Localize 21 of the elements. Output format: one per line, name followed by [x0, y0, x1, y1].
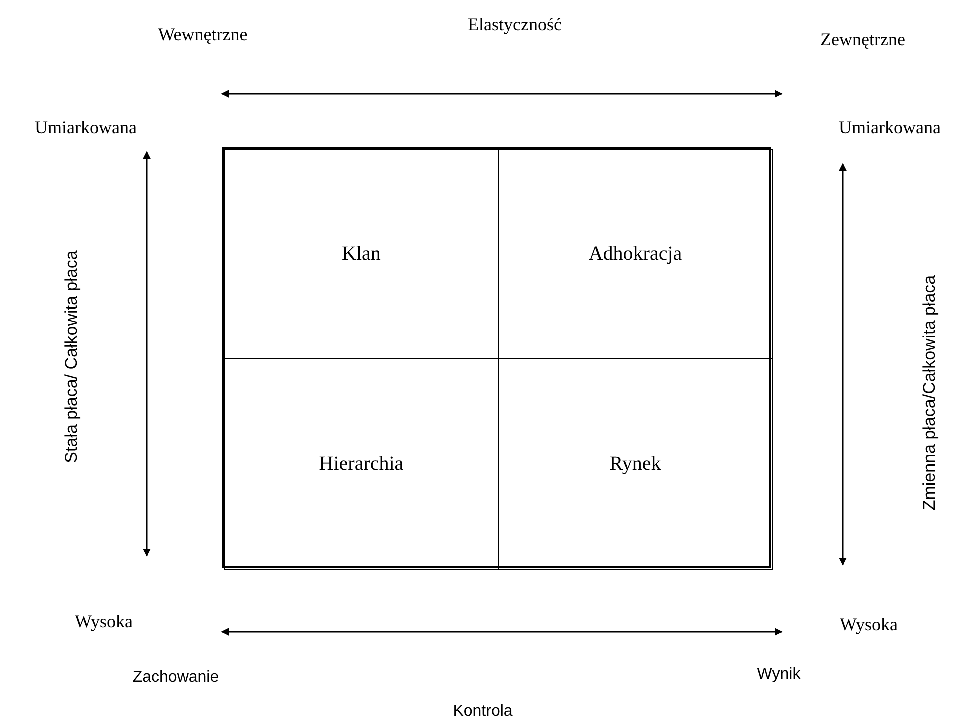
- axis-label: Kontrola: [453, 703, 513, 721]
- axis-label: Zewnętrzne: [820, 30, 906, 50]
- axis-label: Umiarkowana: [35, 118, 137, 138]
- axis-label: Zmienna płaca/Całkowita płaca: [920, 275, 940, 511]
- axis-label: Umiarkowana: [839, 118, 941, 138]
- quadrant-cell: [498, 149, 773, 359]
- axis-label: Stała płaca/ Całkowita płaca: [62, 250, 82, 464]
- axis-label: Wysoka: [840, 614, 898, 636]
- matrix-frame: [222, 147, 771, 568]
- axis-label: Wewnętrzne: [158, 24, 248, 46]
- quadrant-cell: [224, 358, 499, 570]
- axis-label: Elastyczność: [468, 14, 562, 36]
- quadrant-label: Adhokracja: [588, 242, 682, 266]
- axis-label: Zachowanie: [132, 669, 220, 687]
- quadrant-cell: [498, 358, 773, 570]
- quadrant-label: Hierarchia: [319, 452, 404, 476]
- quadrant-cell: [224, 149, 499, 359]
- axis-label: Wynik: [757, 666, 801, 684]
- quadrant-label: Rynek: [610, 452, 662, 476]
- axis-label: Wysoka: [75, 612, 133, 632]
- quadrant-label: Klan: [342, 242, 381, 266]
